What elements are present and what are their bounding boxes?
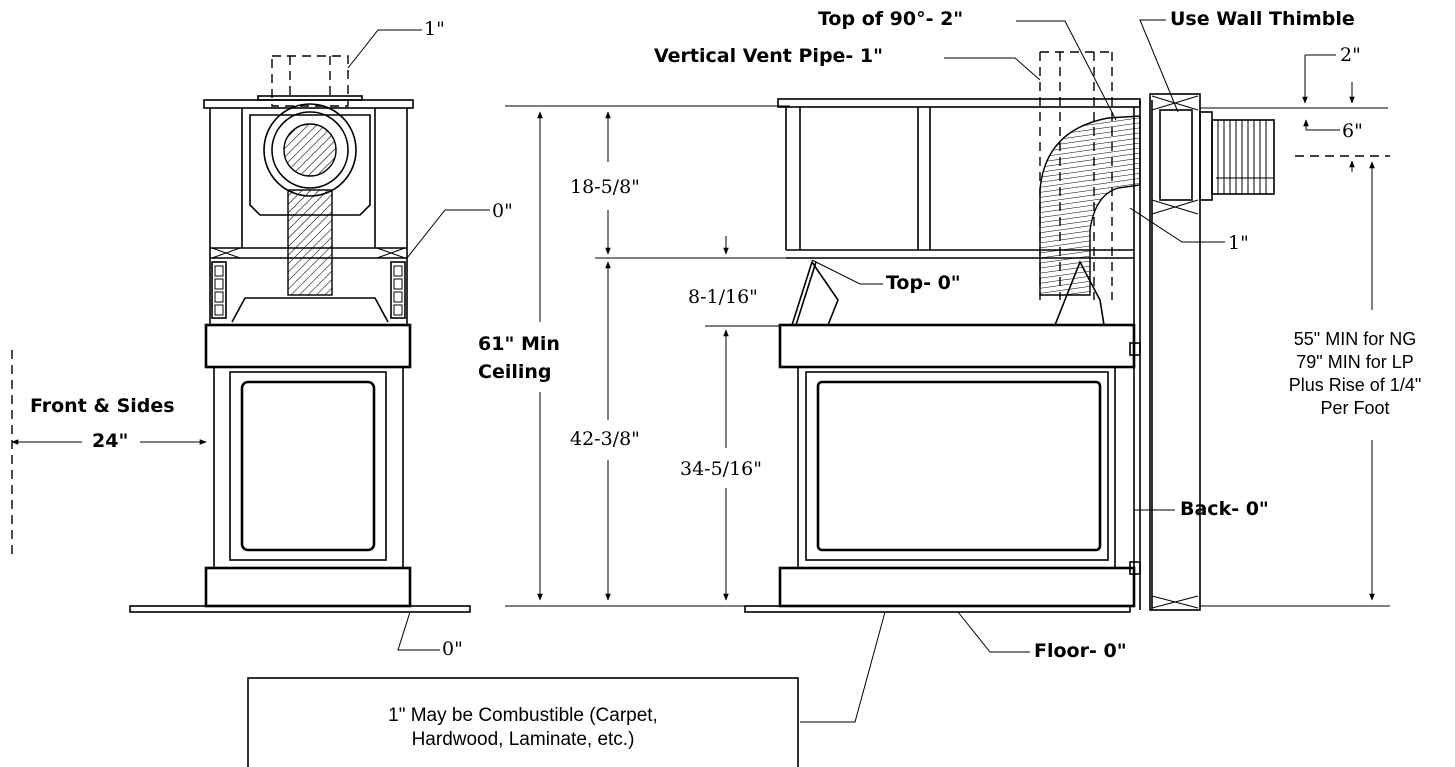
combustible-note-line1: 1" May be Combustible (Carpet, (388, 705, 658, 726)
dim-34-5-16: 34-5/16" (680, 458, 763, 480)
min-ceiling-line2: Ceiling (478, 361, 552, 383)
combustible-note-box (247, 677, 799, 767)
use-wall-thimble-label: Use Wall Thimble (1170, 8, 1355, 30)
vent-rise-line1: 55" MIN for NG (1293, 329, 1417, 349)
front-top-vent-clearance-label: 1" (424, 18, 445, 40)
front-sides-title: Front & Sides (30, 395, 175, 417)
elbow-clearance-label: 1" (1228, 232, 1249, 254)
vent-rise-line3: Plus Rise of 1/4" (1288, 375, 1422, 395)
top-zero-label: Top- 0" (886, 272, 961, 294)
vertical-vent-pipe-label: Vertical Vent Pipe- 1" (654, 45, 884, 67)
combustible-note: 1" May be Combustible (Carpet, Hardwood,… (250, 704, 796, 752)
back-zero-label: Back- 0" (1180, 498, 1269, 520)
front-side-clearance-label: 0" (492, 200, 513, 222)
front-sides-value: 24" (92, 430, 129, 452)
wall-and-thimble (1139, 93, 1275, 611)
dim-42-3-8: 42-3/8" (570, 428, 640, 450)
side-view-fireplace (744, 51, 1141, 613)
vent-rise-line4: Per Foot (1320, 398, 1390, 418)
front-view-leaders (11, 29, 490, 651)
vent-rise-line2: 79" MIN for LP (1296, 352, 1414, 372)
dim-8-1-16: 8-1/16" (688, 286, 758, 308)
dimension-lines (505, 105, 790, 607)
front-vent-pipe-dashed (271, 55, 349, 107)
front-view-fireplace (129, 55, 471, 613)
side-view-leaders (800, 19, 1390, 723)
min-ceiling-line1: 61" Min (478, 333, 560, 355)
wall-top-clearance-label: 2" (1340, 44, 1361, 66)
floor-zero-label: Floor- 0" (1034, 640, 1127, 662)
vent-rise-note: 55" MIN for NG 79" MIN for LP Plus Rise … (1250, 328, 1455, 420)
front-floor-clearance-label: 0" (442, 638, 463, 660)
vent-offset-label: 6" (1342, 120, 1363, 142)
top-of-90-label: Top of 90°- 2" (818, 8, 964, 30)
min-ceiling-label: 61" Min Ceiling (478, 330, 560, 386)
dim-18-5-8: 18-5/8" (570, 176, 640, 198)
combustible-note-line2: Hardwood, Laminate, etc.) (411, 729, 635, 750)
